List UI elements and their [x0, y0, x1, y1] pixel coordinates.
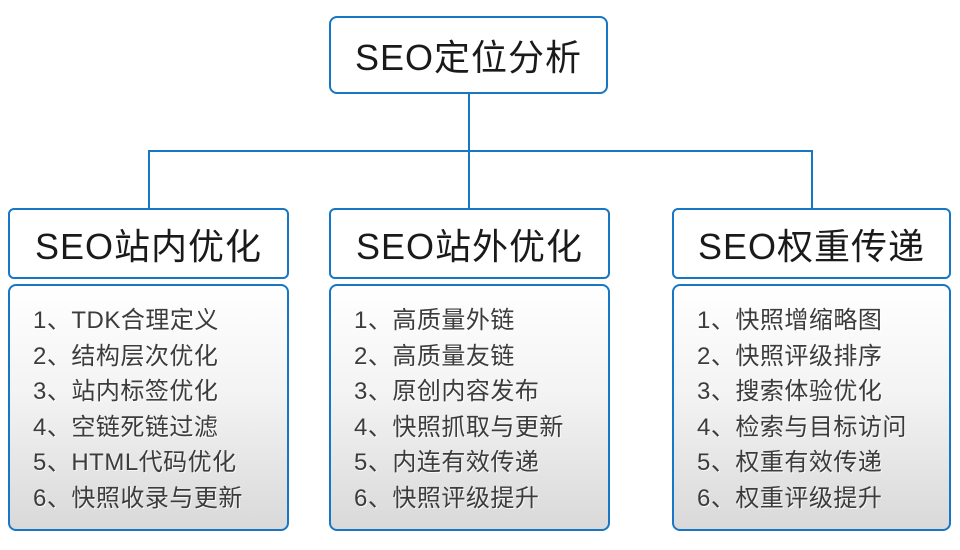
- branch-list-onsite: 1、TDK合理定义 2、结构层次优化 3、站内标签优化 4、空链死链过滤 5、H…: [8, 284, 289, 531]
- list-item: 3、原创内容发布: [354, 378, 540, 406]
- connector-drop-line-right: [811, 150, 813, 208]
- list-item: 4、检索与目标访问: [697, 413, 907, 441]
- list-item: 2、高质量友链: [354, 342, 515, 370]
- branch-title-offsite: SEO站外优化: [329, 208, 610, 279]
- branch-list-weight: 1、快照增缩略图 2、快照评级排序 3、搜索体验优化 4、检索与目标访问 5、权…: [672, 284, 951, 531]
- list-item: 2、快照评级排序: [697, 342, 883, 370]
- list-item: 1、高质量外链: [354, 307, 515, 334]
- list-item: 5、权重有效传递: [697, 449, 883, 477]
- list-item: 6、权重评级提升: [697, 484, 883, 512]
- branch-list-offsite: 1、高质量外链 2、高质量友链 3、原创内容发布 4、快照抓取与更新 5、内连有…: [329, 284, 610, 531]
- branch-title-label: SEO站外优化: [355, 225, 584, 267]
- list-item: 6、快照收录与更新: [33, 484, 243, 512]
- list-item: 6、快照评级提升: [354, 484, 540, 512]
- list-item: 3、搜索体验优化: [697, 378, 883, 406]
- root-node: SEO定位分析: [329, 16, 608, 94]
- branch-title-label: SEO站内优化: [34, 225, 263, 267]
- connector-horizontal-line: [148, 150, 813, 152]
- list-item: 4、空链死链过滤: [33, 413, 219, 441]
- list-item: 5、内连有效传递: [354, 449, 540, 477]
- root-node-title: SEO定位分析: [354, 37, 583, 78]
- list-item: 1、TDK合理定义: [33, 307, 219, 334]
- list-item: 3、站内标签优化: [33, 378, 219, 406]
- list-item: 4、快照抓取与更新: [354, 413, 564, 441]
- list-item: 5、HTML代码优化: [33, 449, 237, 477]
- list-item: 1、快照增缩略图: [697, 307, 883, 334]
- branch-title-onsite: SEO站内优化: [8, 208, 289, 279]
- branch-title-label: SEO权重传递: [697, 225, 926, 267]
- branch-title-weight: SEO权重传递: [672, 208, 951, 279]
- connector-trunk-line: [468, 94, 470, 152]
- connector-drop-line-left: [148, 150, 150, 208]
- list-item: 2、结构层次优化: [33, 342, 219, 370]
- connector-drop-line-center: [468, 150, 470, 208]
